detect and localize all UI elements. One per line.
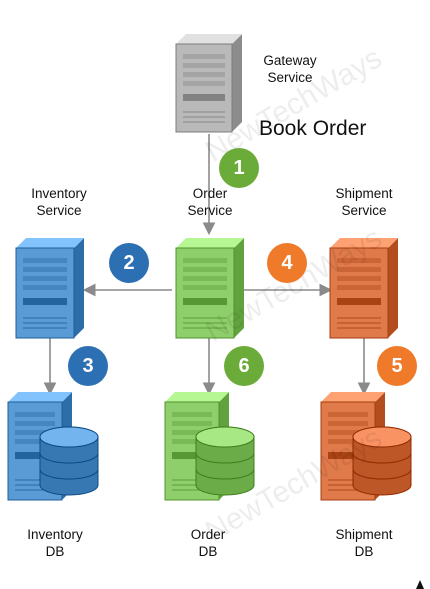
step-badge-6: 6 xyxy=(224,346,264,386)
step-badge-1: 1 xyxy=(219,148,259,188)
shipment-db-cylinder-icon xyxy=(352,426,412,496)
inventory-db-label: Inventory DB xyxy=(0,526,115,560)
inventory-service-line1: Inventory xyxy=(31,186,87,201)
step-badge-2: 2 xyxy=(109,243,149,283)
order-service-line2: Service xyxy=(187,203,233,218)
gateway-server-icon xyxy=(175,34,242,133)
shipment-db-line1: Shipment xyxy=(335,527,393,542)
shipment-service-label: Shipment Service xyxy=(304,185,424,219)
inventory-server-icon xyxy=(15,238,84,339)
order-service-label: Order Service xyxy=(150,185,270,219)
corner-logo-icon xyxy=(416,580,424,589)
shipment-db-label: Shipment DB xyxy=(304,526,424,560)
inventory-db-cylinder-icon xyxy=(39,426,99,496)
inventory-db-line1: Inventory xyxy=(27,527,83,542)
inventory-service-line2: Service xyxy=(36,203,82,218)
shipment-service-line2: Service xyxy=(341,203,387,218)
shipment-server-icon xyxy=(329,238,398,339)
order-db-line1: Order xyxy=(190,527,226,542)
order-server-icon xyxy=(175,238,244,339)
step-badge-5: 5 xyxy=(377,346,417,386)
inventory-service-label: Inventory Service xyxy=(0,185,119,219)
step-badge-3: 3 xyxy=(68,346,108,386)
order-service-line1: Order xyxy=(192,186,228,201)
shipment-service-line1: Shipment xyxy=(335,186,393,201)
inventory-db-line2: DB xyxy=(45,544,65,559)
gateway-service-label: Gateway Service xyxy=(230,52,350,86)
order-db-cylinder-icon xyxy=(195,426,255,496)
servers xyxy=(7,34,424,589)
order-db-line2: DB xyxy=(198,544,218,559)
gateway-label-line1: Gateway xyxy=(263,53,317,68)
gateway-label-line2: Service xyxy=(267,70,313,85)
order-db-label: Order DB xyxy=(148,526,268,560)
connectors xyxy=(43,134,371,396)
step-badge-4: 4 xyxy=(267,243,307,283)
book-order-title: Book Order xyxy=(259,117,367,140)
shipment-db-line2: DB xyxy=(354,544,374,559)
